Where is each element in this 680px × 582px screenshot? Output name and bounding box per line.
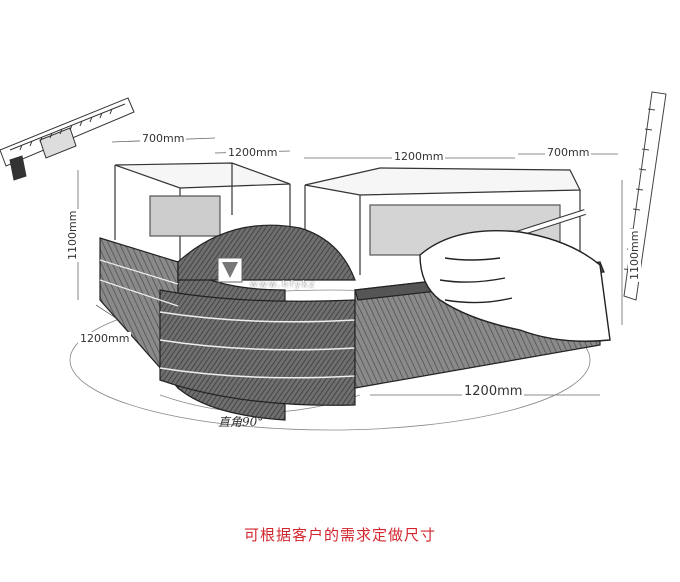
hand-drawing-icon <box>419 209 611 342</box>
watermark: www.hfykz <box>222 256 316 290</box>
dim-right-height: 1100mm <box>628 228 641 282</box>
custom-size-caption: 可根据客户的需求定做尺寸 <box>243 526 436 544</box>
dim-left-height: 1100mm <box>66 208 79 262</box>
left-glass-cabinet <box>114 162 291 262</box>
dim-top-right-width: 1200mm <box>392 150 446 163</box>
watermark-url: www.hfykz <box>250 280 317 290</box>
dim-top-right-depth: 700mm <box>545 146 592 159</box>
right-angle-label: 直角90° <box>218 415 264 429</box>
dim-top-left-depth: 700mm <box>140 132 187 145</box>
floor-arc <box>69 289 591 431</box>
dim-bottom-right-width: 1200mm <box>462 384 525 399</box>
caliper-ruler-icon <box>0 97 135 181</box>
dim-top-left-width: 1200mm <box>226 146 280 159</box>
dim-bottom-left-depth: 1200mm <box>78 332 132 345</box>
